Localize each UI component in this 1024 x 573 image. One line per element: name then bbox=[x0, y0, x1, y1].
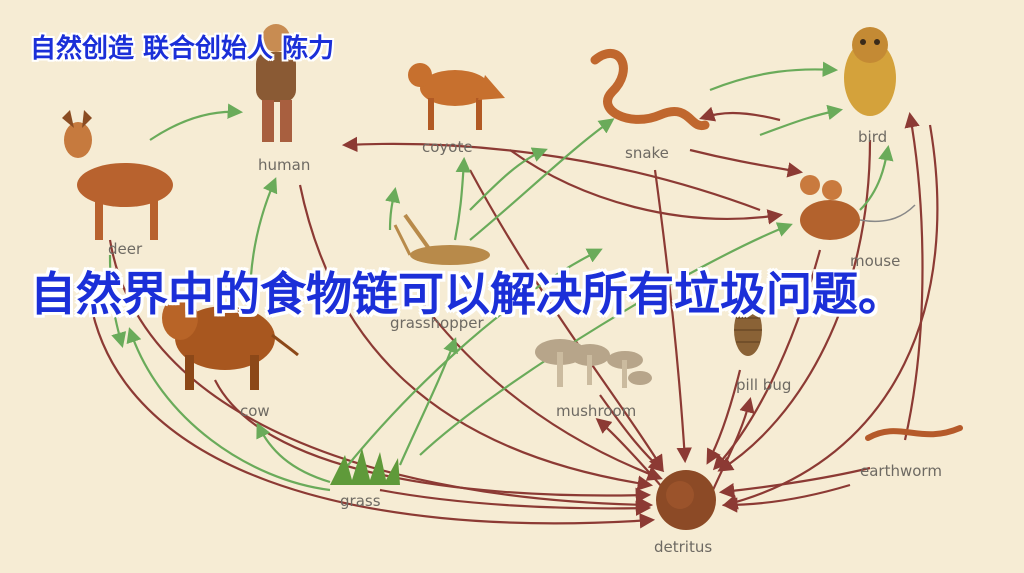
label-earthworm: earthworm bbox=[860, 462, 942, 480]
snake-figure bbox=[590, 49, 710, 131]
label-snake: snake bbox=[625, 144, 669, 162]
cow-figure bbox=[162, 296, 299, 390]
label-bird: bird bbox=[858, 128, 887, 146]
coyote-figure bbox=[408, 63, 505, 130]
label-grasshopper: grasshopper bbox=[390, 314, 484, 332]
label-human: human bbox=[258, 156, 310, 174]
label-detritus: detritus bbox=[654, 538, 712, 556]
bird-figure bbox=[844, 27, 896, 116]
deer-figure bbox=[62, 110, 173, 240]
mushroom-figure bbox=[535, 339, 652, 388]
earthworm-figure bbox=[865, 425, 963, 441]
mouse-figure bbox=[800, 175, 916, 240]
label-mushroom: mushroom bbox=[556, 402, 636, 420]
caption-author: 自然创造 联合创始人 陈力 bbox=[30, 34, 335, 64]
caption-main-subtitle: 自然界中的食物链可以解决所有垃圾问题。 bbox=[30, 267, 904, 321]
grasshopper-figure bbox=[393, 213, 490, 265]
label-mouse: mouse bbox=[850, 252, 900, 270]
grass-figure bbox=[330, 448, 400, 485]
label-coyote: coyote bbox=[422, 138, 473, 156]
detritus-figure bbox=[656, 470, 716, 530]
pill-bug-figure bbox=[734, 304, 762, 356]
label-grass: grass bbox=[340, 492, 381, 510]
consumption-arrows bbox=[108, 61, 894, 492]
label-deer: deer bbox=[108, 240, 143, 258]
label-pill-bug: pill bug bbox=[736, 376, 791, 394]
label-cow: cow bbox=[240, 402, 270, 420]
human-figure bbox=[256, 24, 296, 142]
